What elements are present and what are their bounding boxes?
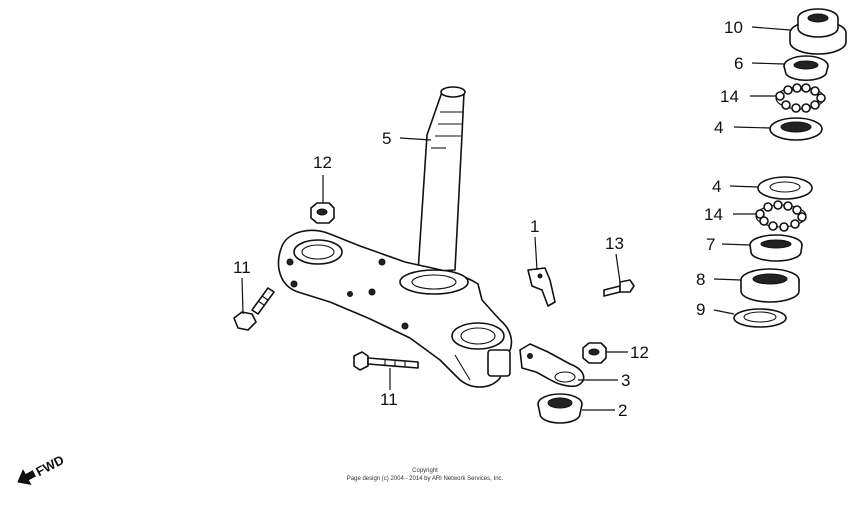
leader-4a [733,126,771,129]
callout-10: 10 [724,18,743,37]
part-11-bolt-left [233,287,275,331]
leader-10 [751,26,791,31]
part-6-bearing-cone [783,55,829,82]
leader-4b [729,185,759,188]
callout-14b: 14 [704,205,723,224]
callout-13: 13 [605,234,624,253]
callout-6: 6 [734,54,743,73]
part-3-steering-stopper [519,343,585,388]
leader-11a [241,277,244,315]
part-bottom-bridge [277,229,513,388]
callout-3: 3 [621,371,630,390]
part-2-grommet [537,393,583,424]
part-12-nut-lower [582,342,607,364]
callout-8: 8 [696,270,705,289]
copyright-line-2: Page design (c) 2004 - 2014 by ARI Netwo… [346,476,504,482]
callout-12a: 12 [313,153,332,172]
part-12-nut-upper [310,202,335,224]
callout-11a: 11 [233,258,251,277]
part-10-steering-stem-nut [789,8,847,55]
part-11-bolt-bottom [353,351,419,371]
callout-5: 5 [382,129,391,148]
leader-6 [751,62,785,65]
copyright-line-1: Copyright [412,468,438,474]
callout-2: 2 [618,401,627,420]
part-8-dust-seal [740,268,800,303]
callout-1: 1 [530,217,539,236]
callout-12b: 12 [630,343,649,362]
part-14-steel-balls-upper [775,83,826,113]
leader-7 [721,243,751,246]
leader-1 [534,236,538,271]
callout-11b: 11 [380,390,398,409]
callout-9: 9 [696,300,705,319]
callout-4b: 4 [712,177,721,196]
part-9-washer [733,308,787,328]
part-13-bolt [603,279,635,297]
callout-14a: 14 [720,87,739,106]
leader-9 [713,309,735,315]
callout-7: 7 [706,235,715,254]
leader-13 [615,253,621,283]
part-1-bracket [527,267,556,307]
part-14-steel-balls-lower [755,200,807,232]
part-4-bearing-race-lower [757,176,813,200]
part-5-steering-stem [417,86,466,273]
callout-4a: 4 [714,118,723,137]
part-7-bearing-cone-lower [749,234,803,262]
leader-5 [399,137,432,141]
part-4-bearing-race-upper [769,117,823,141]
leader-8 [713,278,742,281]
